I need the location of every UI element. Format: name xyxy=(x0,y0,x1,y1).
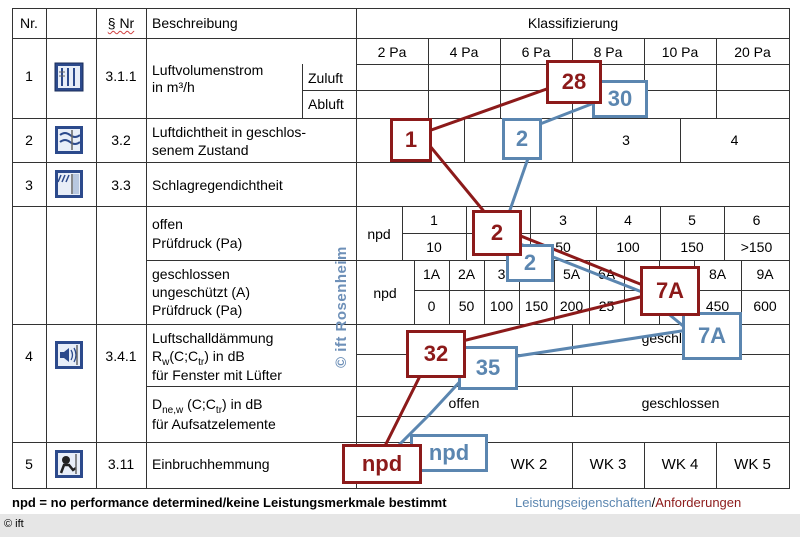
pressure-cell: 600 xyxy=(753,298,777,314)
row-description: ungeschützt (A) xyxy=(152,284,251,300)
class-cell: 3 xyxy=(559,212,567,228)
row-number: 2 xyxy=(25,132,33,148)
row-number: 4 xyxy=(25,348,33,364)
row-description: Dne,w (C;Ctr) in dB xyxy=(152,396,263,416)
pressure-label: 4 Pa xyxy=(449,44,479,60)
pressure-cell: 150 xyxy=(680,239,704,255)
class-cell: 2A xyxy=(457,266,476,282)
pressure-cell: 50 xyxy=(458,298,475,314)
paragraph-number: 3.1.1 xyxy=(105,68,137,84)
pressure-cell: 200 xyxy=(559,298,584,314)
class-cell: 5A xyxy=(562,266,581,282)
blue-annotation-box: npd xyxy=(410,434,488,472)
red-annotation-box: 28 xyxy=(546,60,602,104)
closed-label: geschlossen xyxy=(641,395,720,411)
ventilator-icon xyxy=(54,62,84,92)
red-annotation-box: 7A xyxy=(640,266,700,316)
row-description: in m³/h xyxy=(152,79,195,95)
pressure-cell: 150 xyxy=(524,298,549,314)
row-description: für Fenster mit Lüfter xyxy=(152,367,282,383)
row-description: Schlagregendichtheit xyxy=(152,177,283,193)
row-description: Luftschalldämmung xyxy=(152,330,274,346)
blue-annotation-box: 35 xyxy=(458,346,518,390)
row-description: geschlossen xyxy=(152,266,230,282)
blue-annotation-box: 7A xyxy=(682,312,742,360)
row-description: für Aufsatzelemente xyxy=(152,416,276,432)
red-annotation-box: 32 xyxy=(406,330,466,378)
copyright: © ift xyxy=(4,518,24,530)
pressure-label: 20 Pa xyxy=(734,44,771,60)
row-description: Prüfdruck (Pa) xyxy=(152,302,243,318)
npd-label: npd xyxy=(367,226,391,242)
npd-label: npd xyxy=(373,285,397,301)
pressure-label: 10 Pa xyxy=(661,44,699,60)
pressure-cell: 100 xyxy=(489,298,514,314)
pressure-cell: 0 xyxy=(427,298,436,314)
abluft-label: Abluft xyxy=(308,96,344,112)
row-description: Luftvolumenstrom xyxy=(152,62,264,78)
row-number: 1 xyxy=(25,68,33,84)
class-cell: 1A xyxy=(422,266,441,282)
zuluft-label: Zuluft xyxy=(308,70,344,86)
row-number: 3 xyxy=(25,177,33,193)
pressure-label: 8 Pa xyxy=(593,44,623,60)
pressure-cell: 10 xyxy=(426,239,442,255)
header-nr: Nr. xyxy=(20,15,38,31)
class-cell: 1 xyxy=(430,212,438,228)
row-description: Rw(C;Ctr) in dB xyxy=(152,348,245,368)
row-description: senem Zustand xyxy=(152,142,249,158)
pressure-cell: 100 xyxy=(616,239,640,255)
class-cell: 9A xyxy=(756,266,774,282)
pressure-label: 2 Pa xyxy=(377,44,407,60)
copyright-bar: © ift xyxy=(0,514,800,537)
class-cell: 6 xyxy=(752,212,761,228)
legend: Leistungseigenschaften/Anforderungen xyxy=(515,495,741,510)
driving-rain-icon xyxy=(54,169,84,199)
red-annotation-box: npd xyxy=(342,444,422,484)
air-tightness-icon xyxy=(54,125,84,155)
burglar-resistance-icon xyxy=(54,449,84,479)
pressure-label: 6 Pa xyxy=(521,44,551,60)
header-description: Beschreibung xyxy=(152,15,238,31)
red-annotation-box: 2 xyxy=(472,210,522,256)
header-classification: Klassifizierung xyxy=(527,15,619,31)
pressure-cell: >150 xyxy=(740,239,773,255)
class-cell: 4 xyxy=(624,212,632,228)
class-cell: 3 xyxy=(497,266,506,282)
header-paragraph: § Nr xyxy=(107,15,135,31)
footnote: npd = no performance determined/keine Le… xyxy=(12,495,447,510)
wk-class: WK 2 xyxy=(510,456,548,473)
paragraph-number: 3.3 xyxy=(111,177,131,193)
row-description: Luftdichtheit in geschlos- xyxy=(152,124,307,140)
legend-requirements: Anforderungen xyxy=(655,495,742,510)
legend-properties: Leistungseigenschaften xyxy=(515,495,652,510)
pressure-cell: 450 xyxy=(705,298,730,314)
sound-insulation-icon xyxy=(54,340,84,370)
red-annotation-box: 1 xyxy=(390,118,432,162)
wk-class: WK 3 xyxy=(589,456,627,473)
legend-separator: / xyxy=(651,495,656,510)
row-number: 5 xyxy=(25,456,33,472)
row-description: Einbruchhemmung xyxy=(152,456,270,472)
class-cell: 5 xyxy=(688,212,696,228)
open-label: offen xyxy=(448,395,480,411)
wk-class: WK 4 xyxy=(661,456,699,473)
row-description: Prüfdruck (Pa) xyxy=(152,235,243,251)
blue-annotation-box: 2 xyxy=(502,118,542,160)
class-cell: 3 xyxy=(622,132,630,148)
row-description: offen xyxy=(152,216,183,232)
wk-class: WK 5 xyxy=(734,456,771,473)
paragraph-number: 3.4.1 xyxy=(105,348,137,364)
paragraph-number: 3.2 xyxy=(111,132,131,148)
class-cell: 4 xyxy=(730,132,739,148)
class-cell: 8A xyxy=(708,266,727,282)
paragraph-number: 3.11 xyxy=(107,456,135,472)
